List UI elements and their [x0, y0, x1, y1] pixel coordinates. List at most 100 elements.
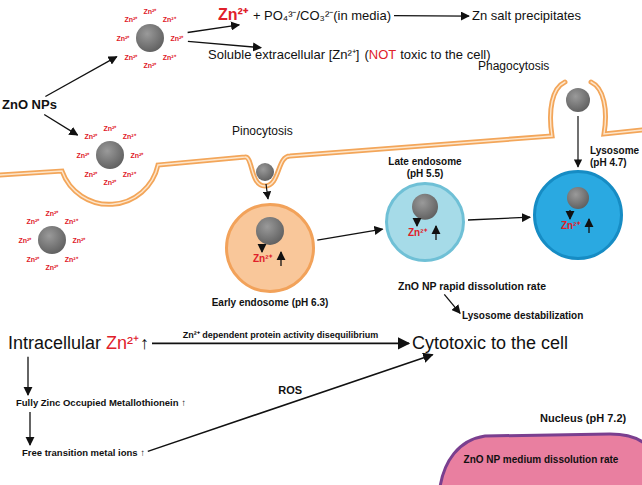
flow-arrow — [152, 342, 409, 344]
edge-label: Zn²⁺ dependent protein activity disequil… — [181, 330, 381, 340]
zinc-ion-label: Zn²⁺ — [26, 217, 39, 224]
endosome-circle: Lysosome (pH 4.7)Zn²⁺ — [533, 170, 623, 260]
phagocytosis-arrow — [577, 116, 578, 167]
zinc-ion-label: Zn²⁺ — [65, 256, 78, 263]
vesicle-heading: Lysosome (pH 4.7) — [590, 145, 640, 168]
nucleus-body — [440, 434, 642, 485]
zno-particle — [412, 194, 438, 220]
dissolution-arrow — [588, 219, 589, 233]
zinc-ion-label: Zn²⁺ — [117, 35, 130, 42]
vesicle-outline — [385, 182, 465, 262]
flow-arrow — [44, 115, 77, 136]
flow-arrow — [317, 229, 382, 240]
process-label: Phagocytosis — [478, 60, 549, 74]
text-block: Zn²⁺ — [218, 6, 248, 23]
dissolution-arrow — [435, 226, 436, 240]
text-block: Zn²⁺ — [106, 333, 139, 353]
text-node: ZnO NPs — [2, 98, 57, 113]
text-block: Free transition metal ions ↑ — [22, 447, 145, 458]
zinc-ion-label: Zn²⁺ — [124, 54, 137, 61]
zno-particle — [136, 24, 164, 52]
text-block: ZnO NP rapid dissolution rate — [398, 280, 546, 292]
zno-particle — [567, 187, 589, 209]
text-block: Lysosome destabilization — [462, 310, 583, 321]
zno-particle — [256, 217, 284, 245]
zinc-ion-label: Zn²⁺ — [123, 171, 136, 178]
vesicle-heading: Late endosome (pH 5.5) — [384, 156, 466, 179]
zinc-ion-label: Zn²⁺ — [144, 8, 157, 15]
text-block: + PO₄³⁻/CO₃²⁻(in media) — [253, 8, 391, 23]
flow-arrow — [188, 41, 261, 47]
text-node: Cytotoxic to the cell — [412, 333, 568, 354]
zinc-ion-label: Zn²⁺ — [77, 152, 90, 159]
pinocytosed-nanoparticle — [256, 163, 274, 181]
flow-arrow — [29, 412, 30, 445]
zno-particle — [96, 141, 124, 169]
zinc-ion-label: Zn²⁺ — [131, 152, 144, 159]
zinc-ion-label: Zn²⁺ — [104, 125, 117, 132]
zinc-ion-label: Zn²⁺ — [561, 220, 580, 232]
zinc-ion-label: Zn²⁺ — [144, 62, 157, 69]
zinc-ion-label: Zn²⁺ — [408, 227, 427, 239]
dissolution-arrow — [569, 210, 570, 219]
zinc-ion-label: Zn²⁺ — [171, 35, 184, 42]
vesicle-body — [387, 184, 464, 261]
vesicle-body — [535, 172, 622, 259]
vesicle-outline — [533, 170, 623, 260]
text-node: Fully Zinc Occupied Metallothionein ↑ — [16, 398, 186, 409]
vesicle-heading: Early endosome (pH 6.3) — [212, 297, 329, 309]
flow-arrow — [468, 217, 530, 220]
zinc-ion-label: Zn²⁺ — [46, 264, 59, 271]
text-node: IntracellularZn²⁺↑ — [8, 333, 149, 354]
zinc-ion-label: Zn²⁺ — [46, 210, 59, 217]
zinc-ion-label: Zn²⁺ — [124, 15, 137, 22]
dissolution-arrow — [416, 221, 417, 226]
text-node: ZnO NP rapid dissolution rate — [398, 280, 546, 292]
zinc-ion-label: Zn²⁺ — [26, 256, 39, 263]
nanoparticle: Zn²⁺Zn²⁺Zn²⁺Zn²⁺Zn²⁺Zn²⁺Zn²⁺Zn²⁺ — [14, 202, 90, 278]
text-block: Soluble extracellular [Zn²⁺] — [208, 47, 359, 62]
flow-arrow — [394, 15, 469, 17]
zinc-ion-label: Zn²⁺ — [19, 237, 32, 244]
nucleus-body-text: ZnO NP medium dissolution rate — [440, 454, 642, 466]
nanoparticle: Zn²⁺ Zn²⁺ Zn²⁺ Zn²⁺ Zn²⁺ Zn²⁺ Zn²⁺ Zn²⁺ — [72, 117, 148, 193]
edge-label: ROS — [276, 384, 304, 397]
text-block: Cytotoxic to the cell — [412, 333, 568, 353]
zinc-ion-label: Zn²⁺ — [123, 132, 136, 139]
zinc-ion-label: Zn²⁺ — [65, 217, 78, 224]
text-node: Free transition metal ions ↑ — [22, 448, 145, 459]
flow-arrow — [188, 25, 240, 33]
text-node: Zn²⁺ + PO₄³⁻/CO₃²⁻(in media) — [218, 6, 391, 24]
text-block: ↑ — [140, 333, 149, 353]
zinc-ion-label: Zn²⁺ — [163, 15, 176, 22]
text-block: toxic to the cell) — [400, 47, 490, 62]
endosome-circle: Early endosome (pH 6.3)Zn²⁺ — [225, 203, 315, 293]
dissolution-arrow — [261, 246, 262, 252]
vesicle-outline — [225, 203, 315, 293]
flow-arrow — [148, 355, 433, 452]
endosome-circle: Late endosome (pH 5.5)Zn²⁺ — [385, 182, 465, 262]
text-node: Lysosome destabilization — [462, 310, 583, 322]
text-block: ZnO NPs — [2, 97, 57, 112]
dissolution-arrow — [280, 252, 281, 266]
nucleus-envelope — [440, 434, 642, 485]
zinc-ion-label: Zn²⁺ — [104, 179, 117, 186]
flow-arrow — [444, 294, 460, 313]
process-label: Pinocytosis — [232, 125, 293, 139]
zinc-ion-label: Zn²⁺ — [253, 253, 272, 265]
nanoparticle: Zn²⁺ Zn²⁺ Zn²⁺ Zn²⁺ Zn²⁺ Zn²⁺ Zn²⁺ Zn²⁺ — [112, 0, 188, 76]
text-block: Intracellular — [8, 333, 101, 353]
phagocytosed-nanoparticle — [566, 88, 590, 112]
flow-arrow — [27, 357, 28, 395]
text-block: NOT — [369, 47, 396, 62]
zinc-ion-label: Zn²⁺ — [163, 54, 176, 61]
zno-particle — [38, 226, 66, 254]
zinc-ion-label: Zn²⁺ — [84, 171, 97, 178]
vesicle-body — [227, 205, 314, 292]
text-block: ( — [364, 47, 368, 62]
zinc-ion-label: Zn²⁺ — [84, 132, 97, 139]
pinocytosis-arrow — [266, 184, 268, 199]
text-node: Zn salt precipitates — [472, 9, 581, 24]
text-block: Fully Zinc Occupied Metallothionein ↑ — [16, 397, 186, 408]
